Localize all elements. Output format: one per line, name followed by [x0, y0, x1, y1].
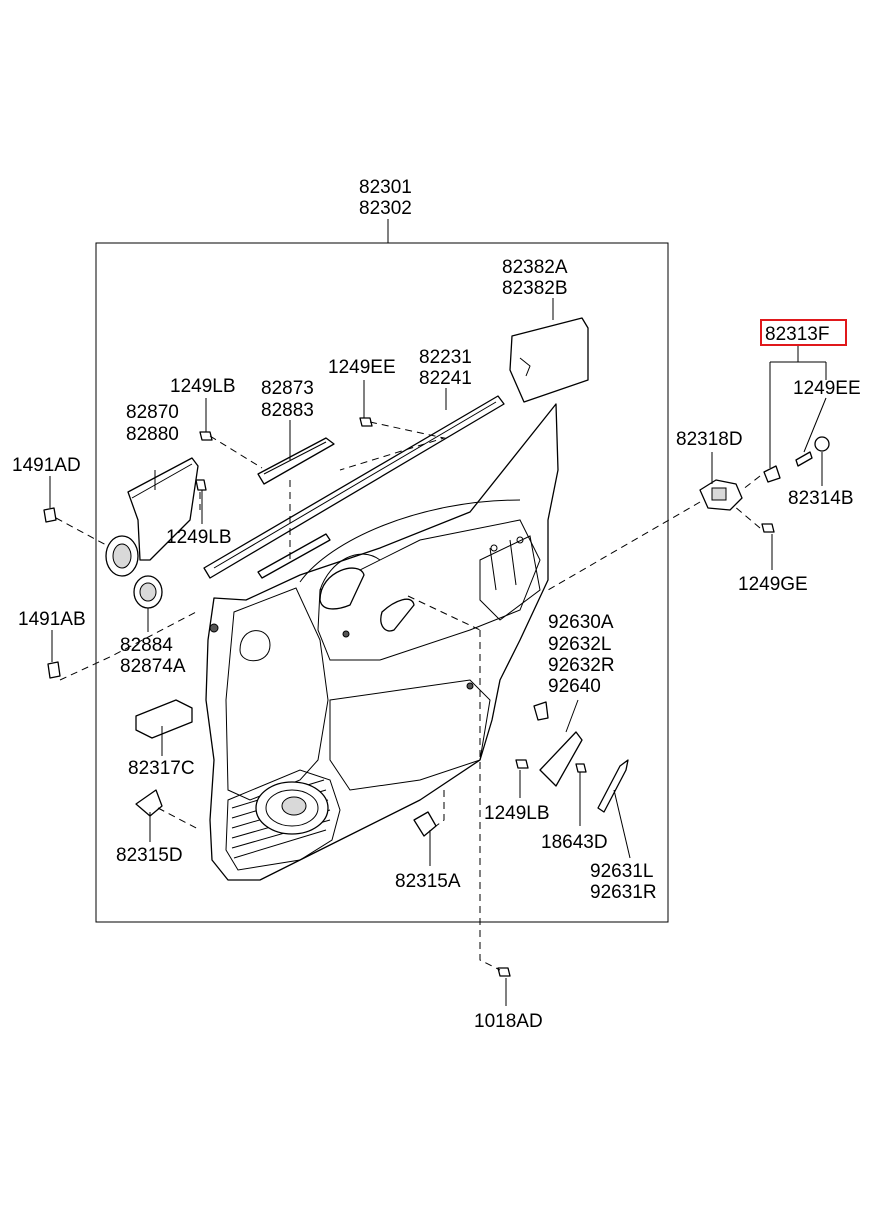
label-1249GE: 1249GE	[738, 574, 808, 595]
clip-1491AD	[43, 507, 57, 523]
stopper-82315D	[135, 789, 163, 817]
label-82884: 82884	[120, 635, 173, 656]
label-92632R: 92632R	[548, 655, 615, 676]
belt-moulding-strip	[203, 395, 505, 579]
label-1491AB: 1491AB	[18, 609, 86, 630]
screw-1249LB-mid	[195, 479, 207, 491]
label-82302: 82302	[359, 198, 412, 219]
label-82880: 82880	[126, 424, 179, 445]
label-82870: 82870	[126, 402, 179, 423]
stopper-82315A	[413, 811, 437, 837]
assembly-frame	[95, 242, 669, 923]
inside-handle-82318D	[699, 479, 743, 511]
cap-82313F	[763, 465, 781, 483]
label-92630A: 92630A	[548, 612, 614, 633]
label-82315D: 82315D	[116, 845, 183, 866]
lamp-92631L	[597, 759, 629, 813]
label-92631R: 92631R	[590, 882, 657, 903]
label-82874A: 82874A	[120, 656, 186, 677]
label-1249LB-mid: 1249LB	[166, 527, 232, 548]
label-82873: 82873	[261, 378, 314, 399]
label-82314B: 82314B	[788, 488, 854, 509]
label-1249EE-right: 1249EE	[793, 378, 861, 399]
lamp-92630A	[539, 731, 583, 787]
screw-1249LB-low	[515, 759, 529, 769]
label-82382A: 82382A	[502, 257, 568, 278]
label-1249LB-top: 1249LB	[170, 376, 236, 397]
inner-strip-82873	[257, 437, 335, 485]
screw-1018AD	[497, 967, 511, 977]
label-1249EE-top: 1249EE	[328, 357, 396, 378]
label-1018AD: 1018AD	[474, 1011, 543, 1032]
leader-lines	[49, 298, 827, 1006]
screw-1249GE	[761, 523, 775, 533]
label-82313F[interactable]: 82313F	[765, 324, 829, 345]
garnish-82382A	[509, 317, 589, 403]
label-82317C: 82317C	[128, 758, 195, 779]
bulb-18643D	[575, 763, 587, 773]
clip-1491AB	[47, 661, 61, 679]
label-82315A: 82315A	[395, 871, 461, 892]
label-82883: 82883	[261, 400, 314, 421]
door-trim-panel	[205, 403, 559, 881]
label-82301: 82301	[359, 177, 412, 198]
label-18643D: 18643D	[541, 832, 608, 853]
label-92632L: 92632L	[548, 634, 611, 655]
label-82382B: 82382B	[502, 278, 568, 299]
label-1249LB-low: 1249LB	[484, 803, 550, 824]
tweeter-bracket	[105, 457, 199, 577]
label-92631L: 92631L	[590, 861, 653, 882]
pad-82317C	[135, 699, 193, 739]
label-82231: 82231	[419, 347, 472, 368]
screw-1249EE-top	[359, 417, 373, 427]
label-82241: 82241	[419, 368, 472, 389]
label-82318D: 82318D	[676, 429, 743, 450]
label-92640: 92640	[548, 676, 601, 697]
screw-1249LB-top	[199, 431, 213, 441]
installation-lines	[55, 421, 761, 971]
screw-1249EE-right	[795, 451, 813, 467]
highlight-box-82313F	[760, 319, 847, 346]
cap-82314B	[814, 436, 830, 452]
label-1491AD: 1491AD	[12, 455, 81, 476]
